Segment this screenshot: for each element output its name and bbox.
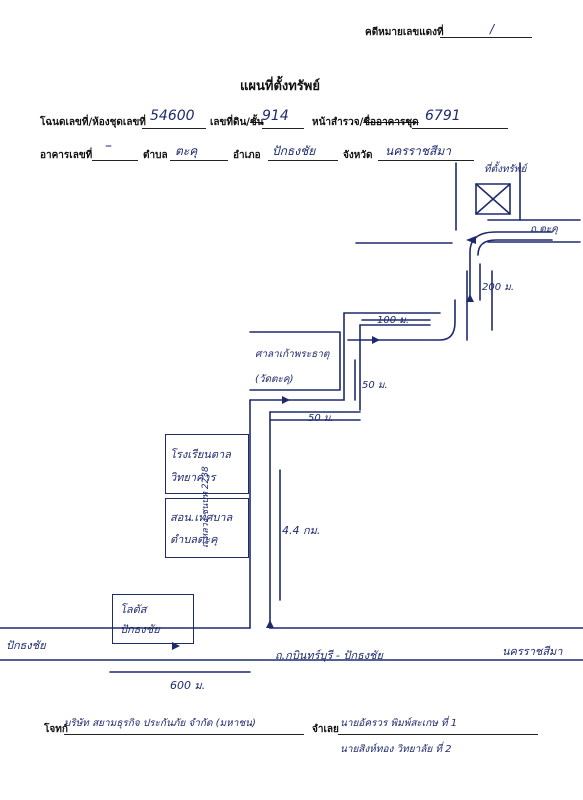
defendant-label: จำเลย	[312, 724, 339, 735]
dist-50-vertical-label: 50 ม.	[362, 380, 388, 391]
health-box	[165, 498, 249, 558]
deed-label: โฉนดเลขที่/ห้องชุดเลขที่	[40, 117, 146, 128]
road-ttaku-label: ถ.ตะคุ	[530, 224, 558, 235]
district-label: อำเภอ	[233, 150, 261, 161]
defendant-2-value: นายสิงห์ทอง วิทยาลัย ที่ 2	[340, 744, 452, 755]
health-label-1: สอน.เทศบาล	[170, 511, 233, 524]
land-no-label: เลขที่ดิน/ชั้น	[210, 117, 264, 128]
lotus-box	[112, 594, 194, 644]
plaintiff-label: โจทก์	[44, 724, 68, 735]
deed-value: 54600	[150, 108, 195, 124]
building-value: –	[105, 138, 112, 154]
temple-label-1: ศาลาเก้าพระธาตุ	[255, 349, 330, 360]
plaintiff-value: บริษัท สยามธุรกิจ ประกันภัย จำกัด (มหาชน…	[64, 718, 256, 729]
right-road-label: นครราชสีมา	[502, 645, 563, 658]
land-no-value: 914	[262, 108, 289, 124]
school-box	[165, 434, 249, 494]
school-label-1: โรงเรียนตาล	[170, 448, 231, 461]
subdistrict-label: ตำบล	[143, 150, 168, 161]
school-label-2: วิทยาคาร	[170, 471, 216, 484]
survey-label: หน้าสำรวจ/ชื่ออาคารชุด	[312, 117, 419, 128]
left-road-label: ปักธงชัย	[6, 639, 46, 652]
case-number-value: /	[490, 22, 495, 36]
dist-600-label: 600 ม.	[170, 679, 206, 692]
route-arrow	[466, 294, 474, 302]
province-label: จังหวัด	[343, 150, 373, 161]
survey-value: 6791	[425, 108, 461, 124]
temple-label-2: (วัดตะคุ)	[255, 374, 294, 385]
subdistrict-value: ตะคุ	[175, 144, 198, 158]
road-main-label: ถ.กบินทร์บุรี - ปักธงชัย	[275, 649, 383, 662]
dist-200-label: 200 ม.	[482, 282, 515, 293]
lotus-label-2: ปักธงชัย	[120, 623, 160, 636]
case-number-line	[440, 37, 532, 38]
dist-50-horizontal-label: 50 ม.	[308, 413, 334, 424]
province-value: นครราชสีมา	[385, 144, 451, 158]
case-number-label: คดีหมายเลขแดงที่	[365, 27, 444, 38]
defendant-1-value: นายอัครวร พิมพ์สะเกษ ที่ 1	[340, 718, 458, 729]
route-arrow	[372, 336, 380, 344]
route-arrow	[282, 396, 290, 404]
route-arrow	[172, 642, 180, 650]
route-arrow	[266, 620, 274, 628]
property-label: ที่ตั้งทรัพย์	[484, 164, 527, 175]
road-2238-label: ถ.หลวง ชนบท 2238	[201, 466, 211, 548]
lotus-label-1: โลตัส	[120, 603, 147, 616]
page-title: แผนที่ตั้งทรัพย์	[240, 79, 320, 94]
property-cross	[475, 183, 511, 215]
property-box	[475, 183, 511, 215]
building-label: อาคารเลขที่	[40, 150, 93, 161]
district-value: ปักธงชัย	[272, 144, 316, 158]
health-label-2: ตำบลตะคุ	[170, 533, 218, 546]
route-arrow	[466, 236, 476, 244]
dist-44km-label: 4.4 กม.	[282, 524, 321, 537]
dist-100-label: 100 ม.	[377, 315, 410, 326]
